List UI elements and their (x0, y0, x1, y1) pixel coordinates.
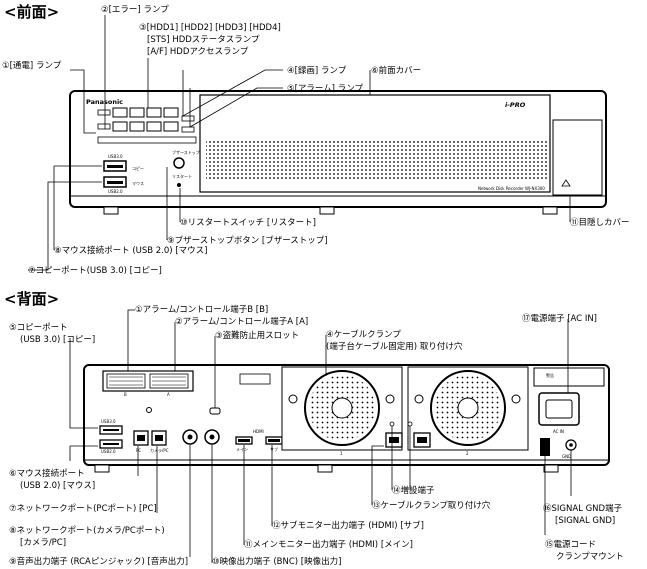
front-panel: Panasonic USB3.0 コピー マウス USB2.0 (69, 90, 607, 215)
rear-callout-16a: ⑯SIGNAL GND端子 (543, 503, 623, 514)
ac-in-text: AC IN (553, 429, 564, 434)
rear-callout-1: ①アラーム/コントロール端子B [B] (135, 304, 268, 315)
rear-callout-3: ③盗難防止用スロット (215, 330, 299, 341)
rear-callout-12: ⑫サブモニター出力端子 (HDMI) [サブ] (272, 520, 424, 531)
rear-hdmi-ports: HDMI メイン サブ (235, 429, 283, 452)
front-callout-3b: [STS] HDDステータスランプ (147, 35, 260, 45)
restart-switch (177, 183, 181, 187)
rear-callout-6b: (USB 2.0) [マウス] (20, 481, 95, 491)
rear-fan-1: 1 (281, 366, 403, 456)
brand-logo: Panasonic (86, 98, 123, 106)
front-callout-1: ①[通電] ランプ (2, 60, 62, 71)
rear-panel: B A USB3.0 USB2.0 PC カメラ/PC (83, 364, 610, 473)
rear-callout-5a: ⑤コピーポート (9, 323, 68, 333)
rear-callout-7: ⑦ネットワークポート(PCポート) [PC] (9, 504, 157, 514)
rear-terminal-blocks: B A (102, 370, 194, 413)
front-callout-10: ⑩リスタートスイッチ [リスタート] (180, 218, 316, 228)
front-leader-lines (28, 15, 571, 271)
rear-callout-17: ⑰電源端子 [AC IN] (522, 313, 597, 324)
rear-callout-2: ②アラーム/コントロール端子A [A] (175, 316, 308, 327)
rear-usb30-text: USB3.0 (101, 419, 116, 424)
buzzer-stop-button (173, 157, 185, 169)
terminal-a-label: A (167, 392, 170, 397)
hdmi-text: HDMI (253, 429, 264, 434)
rear-callout-10: ⑩映像出力端子 (BNC) [映像出力] (212, 556, 341, 567)
security-slot (209, 407, 221, 415)
rear-section-title: <背面> (4, 290, 59, 308)
front-usb-ports: USB3.0 コピー マウス USB2.0 (103, 154, 144, 194)
model-text: Network Disk Recorder WJ-NX300 (478, 186, 545, 191)
rear-leader-lines (69, 309, 572, 563)
blind-cover (552, 119, 603, 196)
front-section-title: <前面> (4, 3, 59, 21)
rear-callout-8b: [カメラ/PC] (20, 538, 66, 548)
sub-text: サブ (270, 446, 278, 452)
rear-usb-ports: USB3.0 USB2.0 (99, 419, 123, 454)
rear-callout-13: ⑬ケーブルクランプ取り付け穴 (372, 500, 491, 511)
rear-expansion-ports (385, 421, 431, 448)
rear-callout-4a: ④ケーブルクランプ (326, 329, 401, 340)
fan-1-label: 1 (340, 451, 343, 456)
rear-callout-15b: クランプマウント (556, 552, 624, 562)
rear-callout-15a: ⑮電源コード (545, 540, 596, 550)
front-callout-2: ②[エラー] ランプ (101, 5, 169, 15)
front-callout-3c: [A/F] HDDアクセスランプ (147, 47, 249, 57)
front-callout-6: ⑥前面カバー (371, 65, 421, 76)
fan-2-label: 2 (466, 451, 469, 456)
rear-callout-9: ⑨音声出力端子 (RCAピンジャック) [音声出力] (9, 556, 188, 567)
restart-text: リスタート (172, 173, 192, 179)
front-copy-text: コピー (132, 166, 144, 171)
front-callout-9: ⑨ブザーストップボタン [ブザーストップ] (167, 235, 328, 246)
front-callout-3a: ③[HDD1] [HDD2] [HDD3] [HDD4] (139, 23, 281, 33)
front-callout-5: ⑤[アラーム] ランプ (287, 84, 363, 94)
gnd-text: GND (562, 454, 571, 459)
main-text: メイン (236, 447, 248, 452)
ipro-logo: i-PRO (505, 101, 526, 109)
front-cover: i-PRO Network Disk Recorder WJ-NX300 (199, 94, 551, 193)
buzzer-stop-text: ブザーストップ (172, 149, 200, 155)
rear-lan-ports: PC カメラ/PC (133, 430, 169, 453)
rear-callout-5b: (USB 3.0) [コピー] (20, 335, 95, 345)
rear-usb20-text: USB2.0 (101, 449, 116, 454)
front-led-panel (97, 107, 197, 144)
rear-callout-11: ⑪メインモニター出力端子 (HDMI) [メイン] (244, 539, 413, 550)
rear-callout-6a: ⑥マウス接続ポート (9, 468, 85, 479)
camera-pc-port-text: カメラ/PC (150, 447, 169, 453)
rear-callout-14: ⑭増設端子 (392, 485, 435, 496)
rear-callout-4b: (端子台ケーブル固定用) 取り付け穴 (326, 341, 463, 352)
rear-callout-16b: [SIGNAL GND] (555, 516, 615, 526)
terminal-b-label: B (124, 392, 127, 397)
front-usb20-text: USB2.0 (108, 189, 123, 194)
front-mouse-text: マウス (132, 180, 144, 186)
front-callout-8: ⑧マウス接続ポート (USB 2.0) [マウス] (54, 245, 207, 256)
front-callout-4: ④[録画] ランプ (287, 65, 347, 76)
front-usb30-text: USB3.0 (108, 154, 123, 159)
pc-port-text: PC (136, 448, 141, 453)
front-callout-7: ⑦コピーポート(USB 3.0) [コピー] (28, 266, 162, 276)
rear-callout-8a: ⑧ネットワークポート(カメラ/PCポート) (9, 526, 165, 536)
warning-text: 警告 (546, 372, 554, 378)
front-callout-11: ⑪目隠しカバー (570, 217, 630, 228)
